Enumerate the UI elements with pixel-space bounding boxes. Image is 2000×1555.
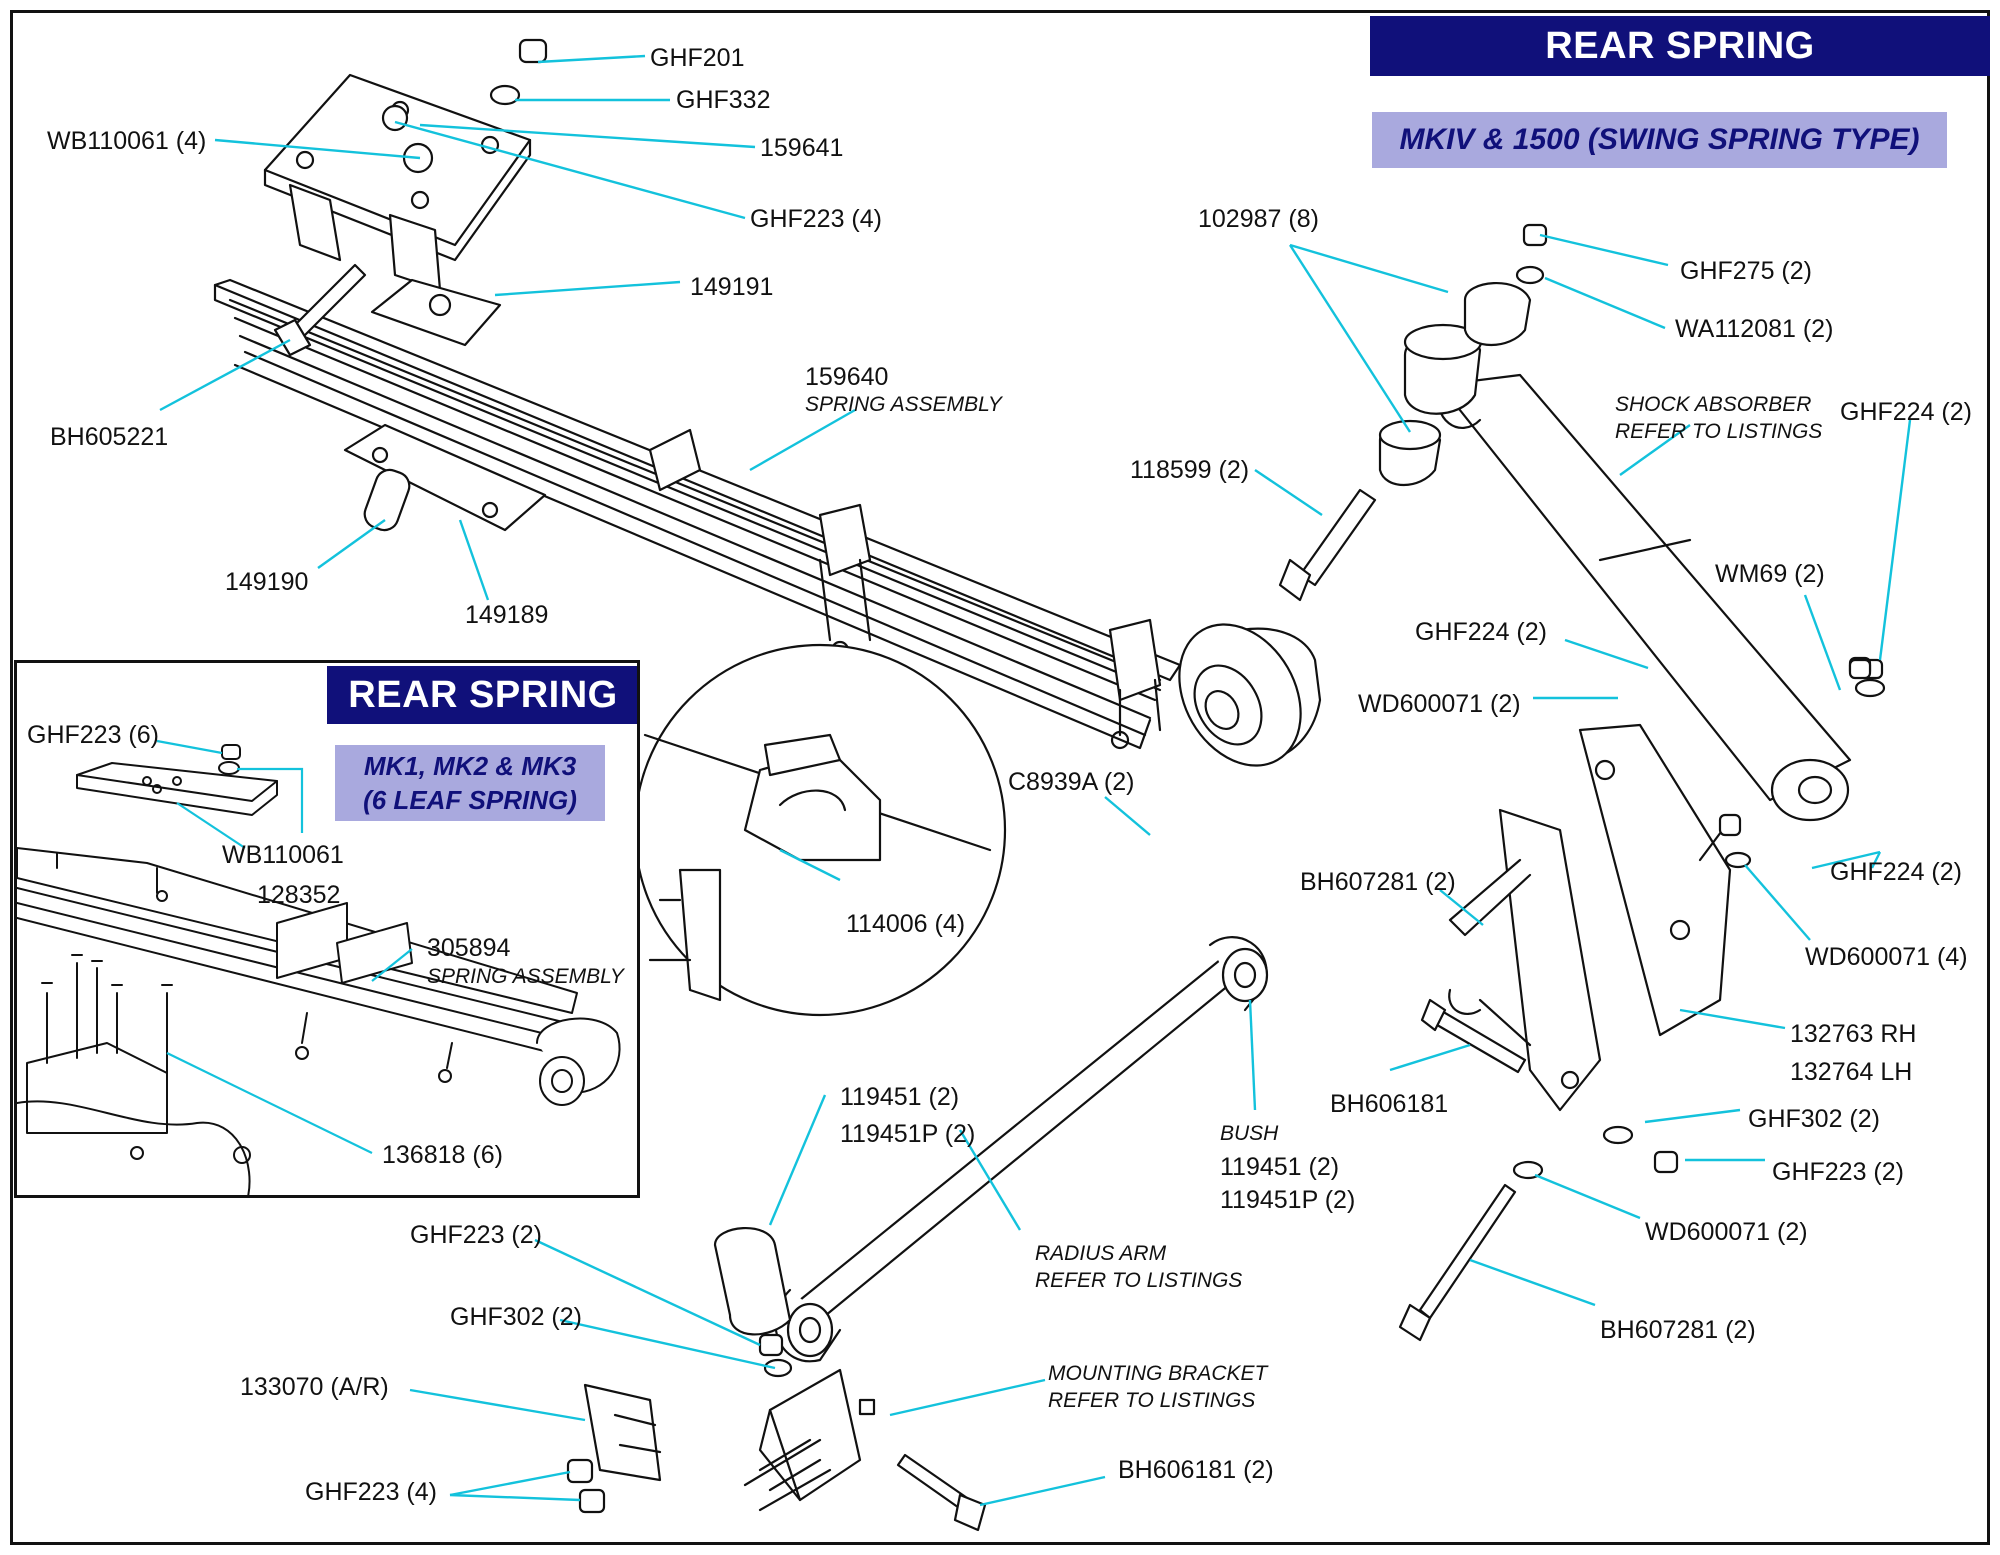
leader-lines bbox=[159, 54, 1912, 1507]
inset-label-136818: 136818 (6) bbox=[382, 1141, 503, 1169]
main-banner: REAR SPRING bbox=[1370, 16, 1990, 76]
label-149189: 149189 bbox=[465, 601, 548, 629]
note-refer-listings-1: REFER TO LISTINGS bbox=[1615, 420, 1822, 443]
bolt-bh605221-drawing bbox=[273, 263, 367, 357]
label-ghf302-bl: GHF302 (2) bbox=[450, 1303, 582, 1331]
shock-absorber-drawing bbox=[1278, 223, 1886, 822]
inset-label-ghf223-6: GHF223 (6) bbox=[27, 721, 159, 749]
detail-circle-drawing bbox=[633, 643, 1007, 1017]
inset-plate-drawing bbox=[76, 744, 278, 816]
inset-leader-lines bbox=[156, 739, 413, 1154]
label-133070: 133070 (A/R) bbox=[240, 1373, 389, 1401]
label-ghf201: GHF201 bbox=[650, 44, 744, 72]
label-bh605221: BH605221 bbox=[50, 423, 168, 451]
label-119451p-a: 119451P (2) bbox=[840, 1120, 975, 1148]
note-mounting-bracket: MOUNTING BRACKET bbox=[1048, 1362, 1270, 1385]
inset-leaf-spring-drawing bbox=[17, 847, 621, 1106]
label-119451-b: 119451 (2) bbox=[1220, 1153, 1339, 1181]
label-119451-a: 119451 (2) bbox=[840, 1083, 959, 1111]
radius-arm-drawing bbox=[566, 936, 1269, 1532]
inset-subtitle-line-2: (6 LEAF SPRING) bbox=[363, 785, 577, 815]
inset-panel: GHF223 (6) WB110061 128352 305894 SPRING… bbox=[14, 660, 640, 1198]
label-132763: 132763 RH bbox=[1790, 1020, 1916, 1048]
inset-axle-housing-drawing bbox=[17, 954, 251, 1195]
note-bush: BUSH bbox=[1220, 1122, 1279, 1145]
label-wb110061: WB110061 (4) bbox=[47, 127, 206, 155]
inset-label-128352: 128352 bbox=[257, 881, 340, 909]
label-bh606181-2: BH606181 (2) bbox=[1118, 1456, 1274, 1484]
label-wa112081: WA112081 (2) bbox=[1675, 315, 1833, 343]
label-wd600071-low: WD600071 (2) bbox=[1645, 1218, 1808, 1246]
note-refer-listings-3: REFER TO LISTINGS bbox=[1048, 1389, 1255, 1412]
label-wm69: WM69 (2) bbox=[1715, 560, 1825, 588]
inset-subtitle: MK1, MK2 & MK3 (6 LEAF SPRING) bbox=[335, 745, 605, 821]
label-wd600071-mid: WD600071 (2) bbox=[1358, 690, 1521, 718]
label-ghf275: GHF275 (2) bbox=[1680, 257, 1812, 285]
label-132764: 132764 LH bbox=[1790, 1058, 1912, 1086]
note-shock-absorber: SHOCK ABSORBER bbox=[1615, 393, 1811, 416]
label-ghf332: GHF332 bbox=[676, 86, 770, 114]
label-ghf224-low: GHF224 (2) bbox=[1830, 858, 1962, 886]
label-ghf223-right: GHF223 (2) bbox=[1772, 1158, 1904, 1186]
label-ghf224-mid: GHF224 (2) bbox=[1415, 618, 1547, 646]
label-ghf223-4b: GHF223 (4) bbox=[305, 1478, 437, 1506]
main-subtitle-text: MKIV & 1500 (SWING SPRING TYPE) bbox=[1399, 123, 1920, 156]
u-bolt-plate-drawing bbox=[263, 38, 548, 347]
diagram-frame bbox=[10, 10, 1990, 1545]
label-114006: 114006 (4) bbox=[846, 910, 965, 938]
inset-label-wb110061: WB110061 bbox=[222, 841, 344, 869]
label-ghf302-right: GHF302 (2) bbox=[1748, 1105, 1880, 1133]
label-159640: 159640 bbox=[805, 363, 888, 391]
main-subtitle: MKIV & 1500 (SWING SPRING TYPE) bbox=[1372, 112, 1947, 168]
label-159641: 159641 bbox=[760, 134, 843, 162]
label-ghf223-4: GHF223 (4) bbox=[750, 205, 882, 233]
note-refer-listings-2: REFER TO LISTINGS bbox=[1035, 1269, 1242, 1292]
inset-diagram: GHF223 (6) WB110061 128352 305894 SPRING… bbox=[17, 721, 626, 1195]
label-149191: 149191 bbox=[690, 273, 773, 301]
inset-subtitle-line-1: MK1, MK2 & MK3 bbox=[363, 751, 577, 781]
label-102987: 102987 (8) bbox=[1198, 205, 1319, 233]
inset-note-spring-assembly: SPRING ASSEMBLY bbox=[427, 965, 626, 988]
label-ghf223-bl: GHF223 (2) bbox=[410, 1221, 542, 1249]
inset-banner: REAR SPRING bbox=[327, 666, 637, 724]
locating-peg-drawing bbox=[343, 423, 547, 532]
note-spring-assembly: SPRING ASSEMBLY bbox=[805, 393, 1004, 416]
part-labels: GHF201 GHF332 WB110061 (4) 159641 GHF223… bbox=[47, 44, 1972, 1506]
note-radius-arm: RADIUS ARM bbox=[1035, 1242, 1167, 1265]
label-bh606181: BH606181 bbox=[1330, 1090, 1448, 1118]
trunnion-bracket-drawing bbox=[1398, 723, 1752, 1342]
inset-label-305894: 305894 bbox=[427, 934, 511, 962]
label-ghf224-top: GHF224 (2) bbox=[1840, 398, 1972, 426]
label-wd600071-4: WD600071 (4) bbox=[1805, 943, 1968, 971]
label-bh607281-low: BH607281 (2) bbox=[1600, 1316, 1756, 1344]
spring-assembly-drawing bbox=[213, 278, 1322, 767]
label-118599: 118599 (2) bbox=[1130, 456, 1249, 484]
label-bh607281-top: BH607281 (2) bbox=[1300, 868, 1456, 896]
label-c8939a: C8939A (2) bbox=[1008, 768, 1134, 796]
label-119451p-b: 119451P (2) bbox=[1220, 1186, 1355, 1214]
label-149190: 149190 bbox=[225, 568, 308, 596]
